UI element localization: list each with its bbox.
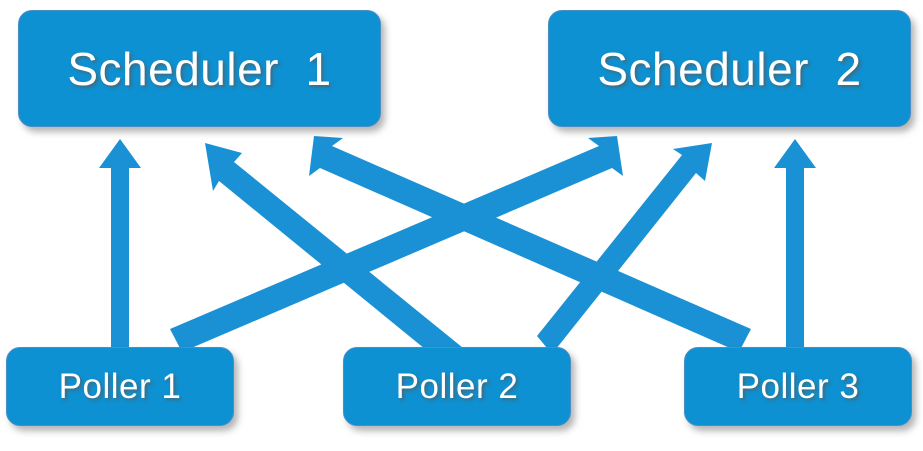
arrow-poller2-scheduler2[interactable] — [537, 143, 712, 354]
poller-1-node[interactable]: Poller 1 — [6, 347, 234, 426]
poller-3-node[interactable]: Poller 3 — [684, 347, 912, 426]
arrow-poller3-scheduler1[interactable] — [309, 136, 751, 352]
poller-2-label: Poller 2 — [395, 366, 519, 406]
arrow-poller1-scheduler1[interactable] — [99, 139, 141, 349]
arrow-poller3-scheduler2[interactable] — [774, 139, 816, 349]
scheduler-1-node[interactable]: Scheduler 1 — [18, 10, 381, 127]
scheduler-1-label: Scheduler 1 — [67, 42, 332, 95]
arrow-poller1-scheduler2[interactable] — [170, 136, 623, 352]
poller-2-node[interactable]: Poller 2 — [343, 347, 571, 426]
scheduler-2-label: Scheduler 2 — [597, 42, 862, 95]
scheduler-2-node[interactable]: Scheduler 2 — [548, 10, 911, 127]
poller-3-label: Poller 3 — [736, 366, 860, 406]
poller-1-label: Poller 1 — [58, 366, 182, 406]
arrow-poller2-scheduler1[interactable] — [205, 143, 468, 371]
